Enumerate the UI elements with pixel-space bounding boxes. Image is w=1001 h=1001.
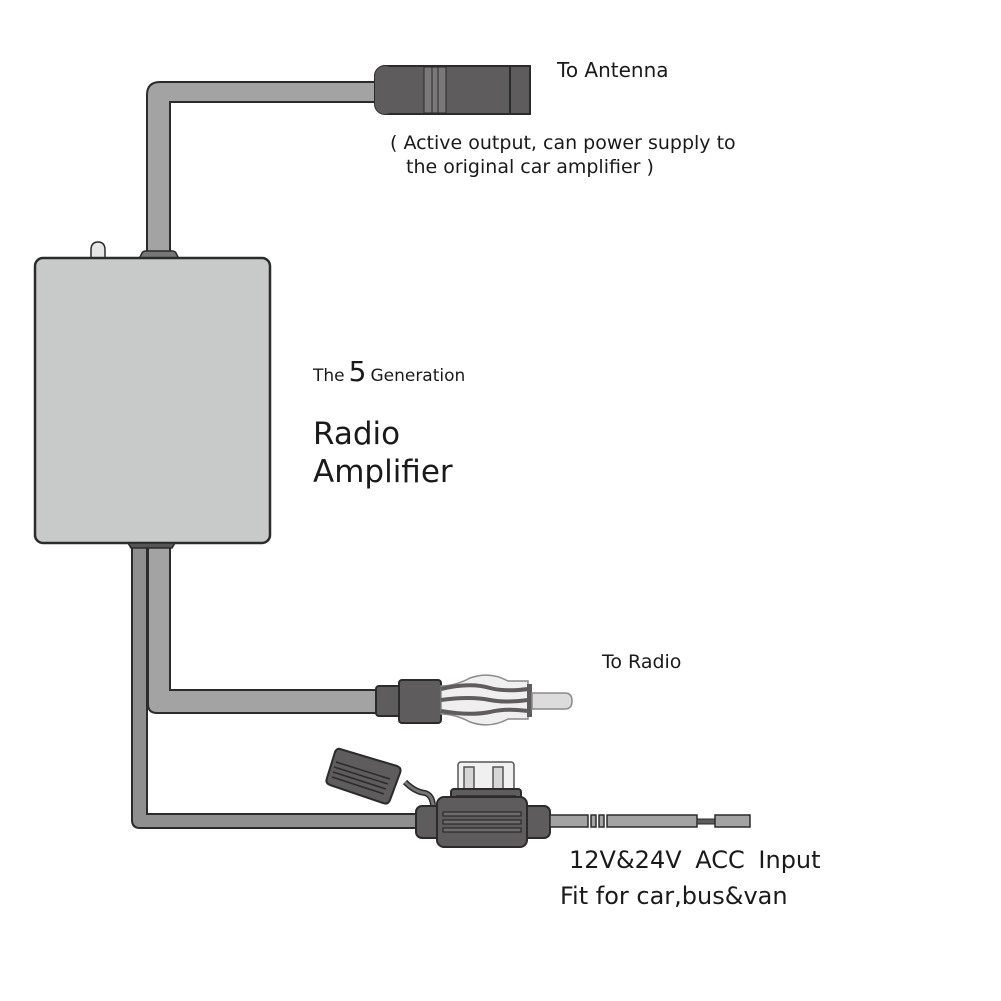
compatibility-label: Fit for car,bus&van: [560, 882, 788, 910]
fuse-cap: [325, 747, 436, 806]
generation-suffix: Generation: [370, 366, 466, 386]
product-title-line1: Radio: [313, 416, 401, 452]
radio-plug: [375, 674, 573, 726]
antenna-connector: [374, 65, 531, 115]
led-indicator: [90, 241, 106, 259]
antenna-label: To Antenna: [557, 58, 669, 82]
power-lead: [549, 814, 751, 828]
generation-prefix: The: [313, 366, 345, 386]
power-cable: [131, 544, 421, 829]
product-title: Radio Amplifier: [313, 415, 453, 491]
antenna-note: ( Active output, can power supply to the…: [390, 131, 736, 179]
amplifier-box: [33, 256, 272, 545]
product-title-line2: Amplifier: [313, 454, 453, 490]
generation-number: 5: [348, 355, 367, 388]
radio-cable: [147, 544, 386, 714]
radio-label: To Radio: [602, 651, 682, 673]
antenna-cable: [146, 81, 381, 256]
bottom-grommet: [126, 542, 177, 549]
power-input-label: 12V&24V ACC Input: [569, 846, 821, 874]
fuse-holder: [415, 761, 551, 848]
antenna-note-line1: ( Active output, can power supply to: [390, 132, 736, 154]
antenna-note-line2: the original car amplifier ): [406, 156, 654, 178]
